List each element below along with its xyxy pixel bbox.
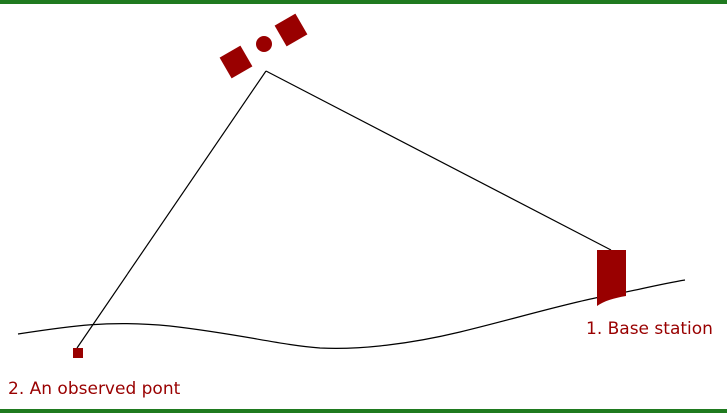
observed-point-label: 2. An observed pont	[8, 379, 181, 399]
satellite-body	[256, 36, 272, 52]
satellite-left-panel	[219, 45, 253, 79]
signal-line-to-base-station	[265, 70, 612, 251]
top-rule	[0, 0, 727, 4]
base-station-marker	[597, 250, 626, 306]
signal-line-to-observed-point	[76, 70, 267, 349]
base-station-label: 1. Base station	[586, 319, 713, 339]
observed-point-marker	[73, 348, 83, 358]
satellite-right-panel	[274, 13, 308, 47]
satellite-icon	[219, 13, 308, 79]
bottom-rule	[0, 409, 727, 413]
terrain-line	[17, 279, 686, 349]
